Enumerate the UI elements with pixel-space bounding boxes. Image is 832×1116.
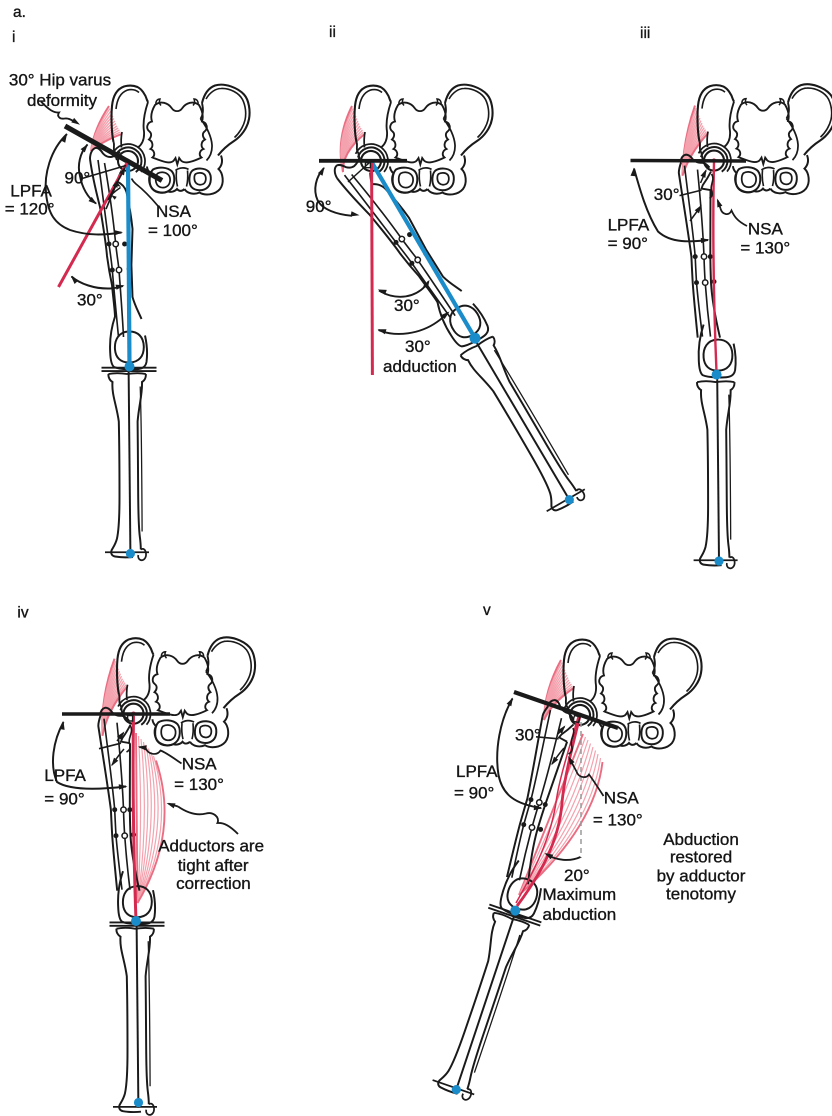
svg-text:= 90°: = 90° — [44, 790, 84, 809]
svg-text:deformity: deformity — [27, 91, 97, 110]
svg-text:30°: 30° — [515, 726, 541, 745]
svg-text:by adductor: by adductor — [657, 867, 746, 886]
svg-text:Abduction: Abduction — [663, 830, 739, 849]
svg-text:= 130°: = 130° — [593, 811, 643, 830]
svg-text:v: v — [483, 602, 491, 619]
svg-text:NSA: NSA — [748, 220, 784, 239]
svg-text:LPFA: LPFA — [608, 216, 650, 235]
svg-text:90°: 90° — [306, 197, 332, 216]
svg-text:90°: 90° — [65, 169, 91, 188]
svg-text:NSA: NSA — [156, 202, 192, 221]
svg-text:correction: correction — [176, 874, 251, 893]
svg-text:a.: a. — [13, 4, 26, 21]
svg-text:NSA: NSA — [182, 755, 218, 774]
svg-text:tenotomy: tenotomy — [666, 885, 736, 904]
svg-text:ii: ii — [329, 24, 336, 41]
svg-text:= 120°: = 120° — [5, 200, 55, 219]
svg-text:30°: 30° — [405, 337, 431, 356]
svg-text:20°: 20° — [564, 866, 590, 885]
svg-text:30° Hip varus: 30° Hip varus — [9, 71, 111, 90]
svg-text:restored: restored — [670, 848, 732, 867]
svg-text:Maximum: Maximum — [543, 885, 617, 904]
svg-text:NSA: NSA — [604, 789, 640, 808]
svg-text:LPFA: LPFA — [10, 182, 52, 201]
svg-text:iv: iv — [17, 605, 28, 622]
svg-text:iii: iii — [640, 25, 650, 42]
svg-text:= 130°: = 130° — [740, 239, 790, 258]
svg-text:30°: 30° — [654, 185, 680, 204]
svg-text:LPFA: LPFA — [456, 762, 498, 781]
svg-text:30°: 30° — [77, 291, 103, 310]
svg-text:30°: 30° — [394, 296, 420, 315]
svg-text:= 90°: = 90° — [608, 234, 648, 253]
svg-text:= 100°: = 100° — [148, 221, 198, 240]
svg-text:Adductors are: Adductors are — [158, 837, 264, 856]
svg-text:= 90°: = 90° — [454, 784, 494, 803]
svg-text:i: i — [12, 29, 15, 46]
svg-text:tight after: tight after — [178, 856, 249, 875]
svg-text:LPFA: LPFA — [44, 766, 86, 785]
svg-text:= 130°: = 130° — [174, 775, 224, 794]
svg-text:abduction: abduction — [543, 905, 617, 924]
svg-text:adduction: adduction — [383, 357, 457, 376]
